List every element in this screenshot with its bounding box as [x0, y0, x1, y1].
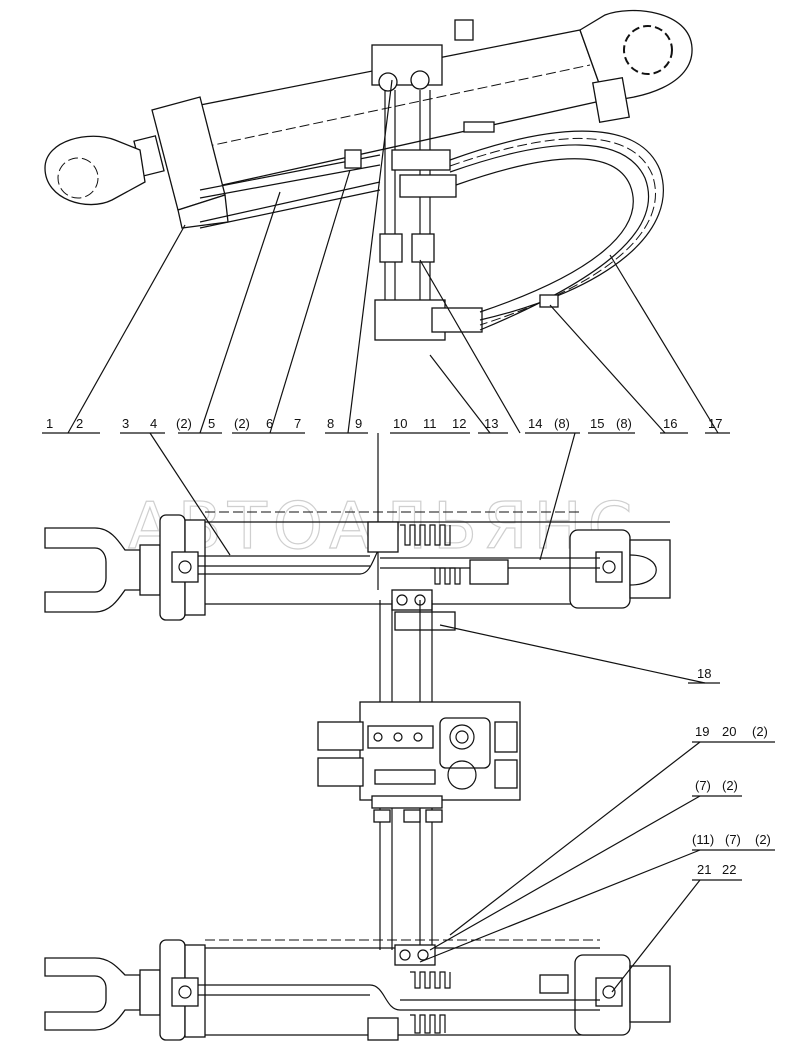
valve-block-assembly — [317, 600, 521, 950]
callout-15: 15 — [590, 416, 604, 431]
middle-cylinder-view — [44, 511, 671, 631]
callout-14: 14 — [528, 416, 542, 431]
bottom-cylinder-view — [44, 939, 671, 1041]
callout-8-ref-b: (8) — [616, 416, 632, 431]
callout-3: 3 — [122, 416, 129, 431]
callout-19: 19 — [695, 724, 709, 739]
callout-row-21: 21 22 — [697, 862, 736, 877]
callout-7: 7 — [294, 416, 301, 431]
callout-22: 22 — [722, 862, 736, 877]
callout-7-ref-b: (7) — [725, 832, 741, 847]
callout-20: 20 — [722, 724, 736, 739]
callout-12: 12 — [452, 416, 466, 431]
callout-2-ref-e: (2) — [755, 832, 771, 847]
callout-10: 10 — [393, 416, 407, 431]
callout-row-7: (7) (2) — [695, 778, 738, 793]
callout-16: 16 — [663, 416, 677, 431]
callout-17: 17 — [708, 416, 722, 431]
callout-row-1: 1 2 3 4 (2) 5 (2) 6 7 8 9 10 11 12 13 14… — [46, 416, 722, 431]
callout-2: 2 — [76, 416, 83, 431]
callout-5: 5 — [208, 416, 215, 431]
callout-13: 13 — [484, 416, 498, 431]
callout-1: 1 — [46, 416, 53, 431]
callout-2-ref-d: (2) — [722, 778, 738, 793]
callout-21: 21 — [697, 862, 711, 877]
callout-11-ref: (11) — [692, 832, 714, 847]
callout-4: 4 — [150, 416, 157, 431]
callout-2-ref-a: (2) — [176, 416, 192, 431]
callout-2-ref-c: (2) — [752, 724, 768, 739]
callout-2-ref-b: (2) — [234, 416, 250, 431]
callout-8-ref-a: (8) — [554, 416, 570, 431]
callout-7-ref-a: (7) — [695, 778, 711, 793]
leader-lines-top — [42, 79, 730, 590]
callout-row-19: 19 20 (2) — [695, 724, 768, 739]
callout-9: 9 — [355, 416, 362, 431]
callout-6: 6 — [266, 416, 273, 431]
top-cylinder-iso-view — [44, 9, 693, 341]
callout-row-11: (11) (7) (2) — [692, 832, 771, 847]
callout-11: 11 — [423, 416, 437, 431]
callout-8: 8 — [327, 416, 334, 431]
callout-18: 18 — [697, 666, 711, 681]
leader-lines-right — [419, 624, 775, 993]
